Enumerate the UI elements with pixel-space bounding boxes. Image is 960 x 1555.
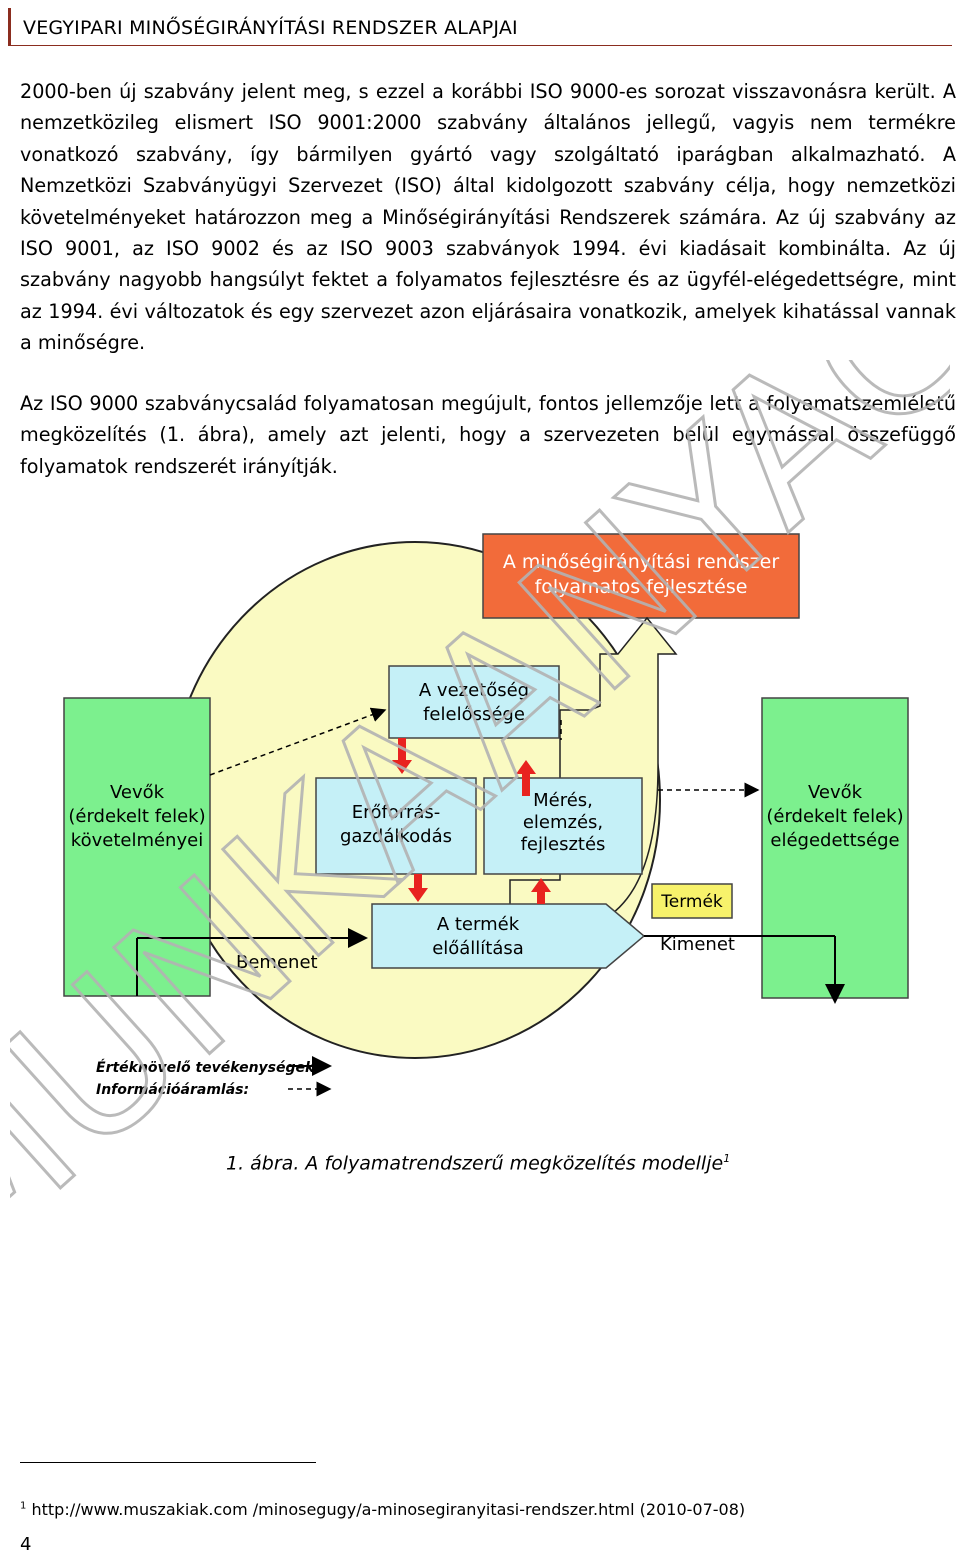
- red-arrow-down-icon-2: [408, 874, 428, 902]
- product-label-1: A termék: [437, 914, 520, 935]
- footnote: 1 http://www.muszakiak.com /minosegugy/a…: [20, 1500, 745, 1519]
- caption-footnote-mark: 1: [723, 1152, 731, 1165]
- legend-info-label: Információáramlás:: [96, 1082, 249, 1098]
- improvement-label-1: A minőségirányítási rendszer: [503, 551, 779, 573]
- resource-label-2: gazdálkodás: [340, 826, 452, 847]
- management-label-1: A vezetőség: [419, 680, 529, 701]
- right-label-1: Vevők: [808, 782, 863, 803]
- process-model-diagram: A minőségirányítási rendszer folyamatos …: [63, 533, 909, 1098]
- red-arrow-up-icon: [516, 760, 536, 796]
- input-label: Bemenet: [236, 952, 318, 973]
- measurement-label-3: fejlesztés: [521, 834, 606, 855]
- footnote-text: http://www.muszakiak.com /minosegugy/a-m…: [31, 1500, 746, 1519]
- output-label: Kimenet: [660, 934, 735, 955]
- measurement-box: [483, 777, 643, 875]
- resource-box: [315, 777, 477, 875]
- paragraph-2: Az ISO 9000 szabványcsalád folyamatosan …: [20, 392, 956, 478]
- resource-label-1: Erőforrás-: [352, 802, 441, 823]
- caption-text: 1. ábra. A folyamatrendszerű megközelíté…: [226, 1152, 724, 1175]
- improvement-label-2: folyamatos fejlesztése: [535, 576, 748, 598]
- measurement-label-2: elemzés,: [523, 812, 603, 833]
- measurement-label-1: Mérés,: [533, 790, 593, 811]
- red-arrow-down-icon: [392, 738, 412, 774]
- product-output-box: [651, 883, 733, 919]
- page-header: VEGYIPARI MINŐSÉGIRÁNYÍTÁSI RENDSZER ALA…: [8, 8, 952, 46]
- paragraph-1: 2000-ben új szabvány jelent meg, s ezzel…: [20, 80, 956, 355]
- left-label-3: követelményei: [71, 830, 203, 851]
- legend-value-label: Értéknövelő tevékenységek:: [96, 1059, 320, 1076]
- value-flows: [136, 928, 845, 1004]
- information-flows: [209, 707, 760, 798]
- figure-caption: 1. ábra. A folyamatrendszerű megközelíté…: [226, 1152, 730, 1174]
- management-box: [388, 665, 560, 739]
- improvement-box: [482, 533, 800, 619]
- red-arrow-up-icon-2: [531, 878, 551, 904]
- management-label-2: felelőssége: [423, 704, 525, 725]
- product-output-label: Termék: [660, 892, 723, 912]
- left-label-1: Vevők: [110, 782, 165, 803]
- footnote-separator: [20, 1462, 316, 1463]
- product-label-2: előállítása: [432, 938, 524, 959]
- right-label-3: elégedettsége: [770, 830, 899, 851]
- footnote-mark: 1: [20, 1500, 27, 1512]
- right-label-2: (érdekelt felek): [766, 806, 903, 827]
- left-label-2: (érdekelt felek): [68, 806, 205, 827]
- product-realization-box: [371, 903, 646, 969]
- page-number: 4: [20, 1534, 32, 1555]
- red-arrows: [392, 738, 551, 904]
- header-title: VEGYIPARI MINŐSÉGIRÁNYÍTÁSI RENDSZER ALA…: [23, 17, 518, 39]
